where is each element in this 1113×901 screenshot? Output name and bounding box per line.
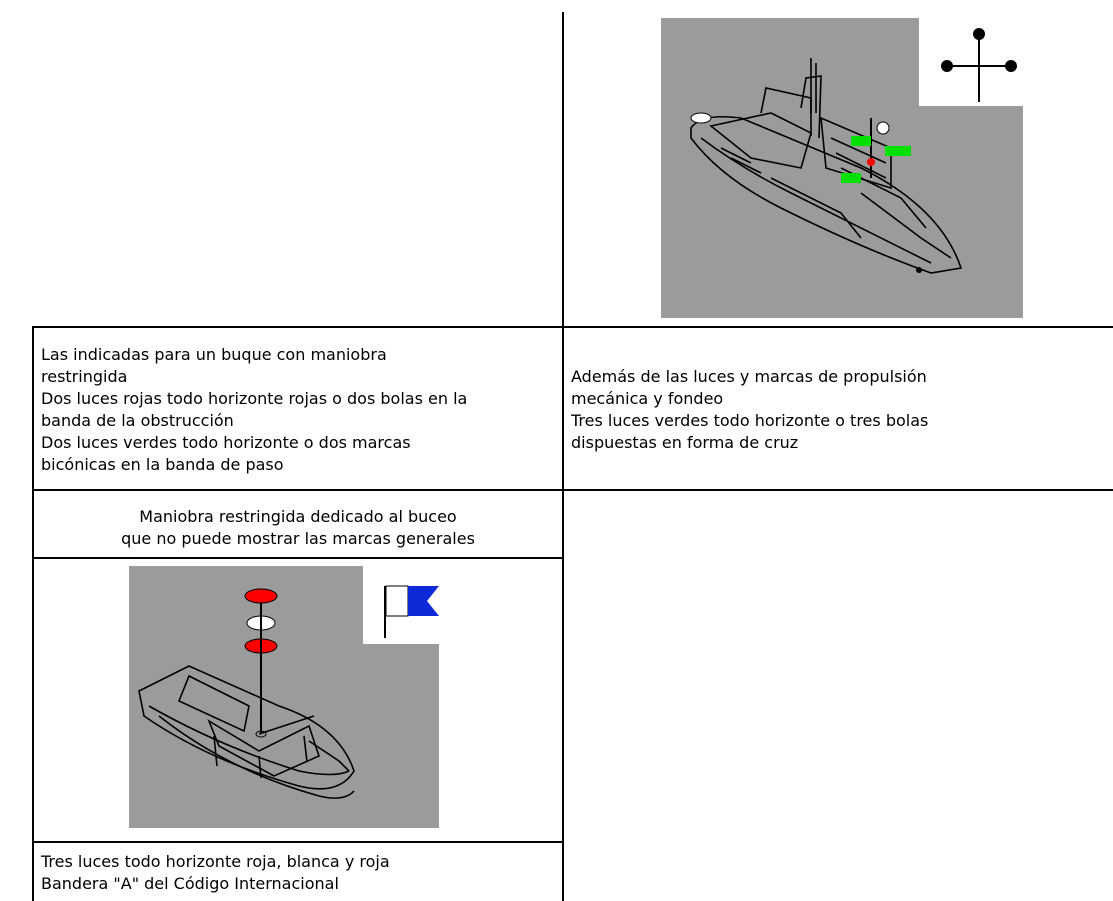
col-divider-bottom [562,489,564,901]
row-divider-4 [32,841,564,843]
restricted-manoeuvre-text: Las indicadas para un buque con maniobra… [41,345,468,474]
diving-section-title: Maniobra restringida dedicado al buceo q… [121,507,475,548]
signal-panel [919,18,1023,106]
flag-a-icon [384,585,439,638]
three-balls-cross-icon [941,28,1017,102]
col-divider-top [562,12,564,490]
row-divider-3 [32,557,564,559]
vessel-diving-image [661,18,1023,318]
row-divider-1 [32,326,1113,328]
diving-lights-text: Tres luces todo horizonte roja, blanca y… [41,852,390,893]
diving-boat-image [129,566,439,828]
row-divider-2 [32,489,1113,491]
ship-drawing [690,58,963,274]
flag-panel [363,566,439,644]
anchored-propulsion-text: Además de las luces y marcas de propulsi… [571,367,929,452]
boat-drawing [138,588,355,799]
left-border-row2 [32,326,34,901]
